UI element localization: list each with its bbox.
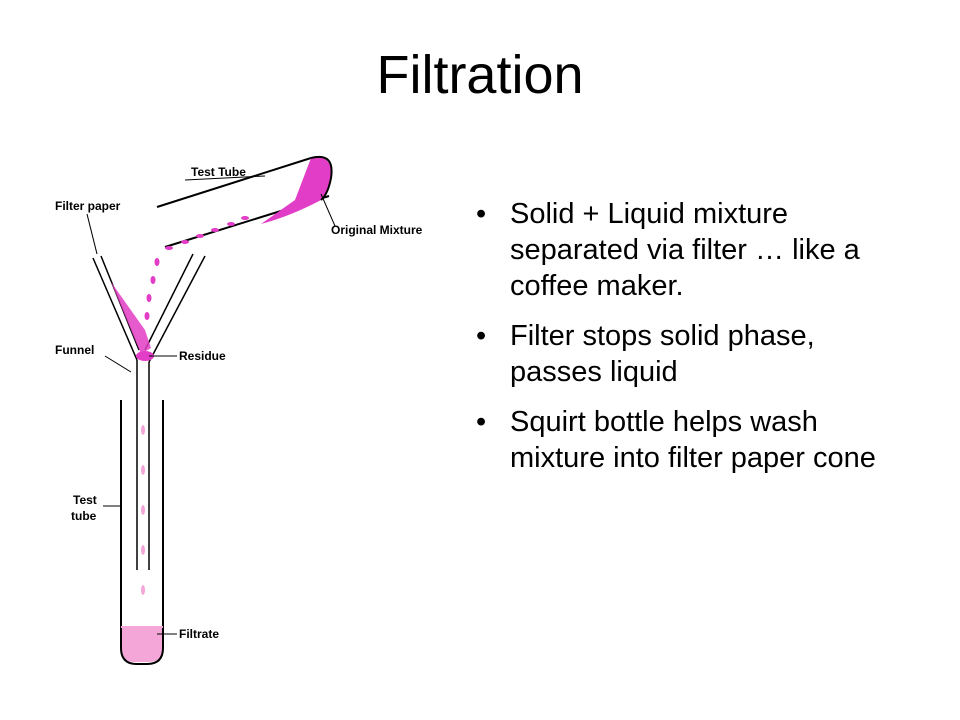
droplet [141, 545, 145, 555]
bullet-item: Squirt bottle helps wash mixture into fi… [470, 404, 910, 476]
leader-funnel [104, 355, 132, 373]
filter-paper-liquid [111, 282, 151, 354]
filtrate-liquid [121, 626, 163, 662]
droplet [227, 222, 235, 226]
label-filter-paper: Filter paper [55, 199, 121, 213]
label-test-tube-top: Test Tube [191, 165, 246, 179]
droplet [241, 216, 249, 220]
droplet [141, 585, 145, 595]
droplet [141, 465, 145, 475]
residue [136, 351, 154, 361]
label-residue: Residue [179, 349, 226, 363]
lower-tube-bottom [120, 628, 164, 665]
droplet [146, 294, 152, 302]
funnel-left-wall [92, 257, 138, 361]
label-test-tube-line2: tube [71, 509, 97, 523]
label-original-mixture: Original Mixture [331, 223, 423, 237]
label-funnel: Funnel [55, 343, 94, 357]
droplet [165, 246, 173, 250]
droplet [141, 425, 145, 435]
slide-title: Filtration [376, 45, 584, 105]
droplet [181, 240, 189, 244]
original-mixture-liquid [261, 157, 332, 224]
falling-droplets [144, 216, 249, 320]
funnel-inner-right [144, 253, 194, 351]
filtration-diagram-svg: Test Tube Original Mixture Filter paper … [55, 156, 423, 665]
test-tube-upper-wall [156, 157, 312, 208]
bullet-list: Solid + Liquid mixture separated via fil… [470, 196, 910, 490]
filtration-diagram: Test Tube Original Mixture Filter paper … [45, 150, 455, 670]
test-tube-end [310, 156, 333, 201]
droplet [150, 276, 156, 284]
droplet [144, 312, 150, 320]
droplet [196, 234, 204, 238]
leader-test-tube [184, 175, 266, 181]
leader-filter-paper [86, 213, 98, 255]
label-test-tube-line1: Test [73, 493, 97, 507]
droplet [141, 505, 145, 515]
funnel-right-wall [148, 255, 206, 363]
bullet-item: Solid + Liquid mixture separated via fil… [470, 196, 910, 304]
stem-droplets [141, 425, 145, 595]
leader-original-mixture [320, 193, 336, 227]
label-filtrate: Filtrate [179, 627, 219, 641]
droplet [211, 228, 219, 232]
droplet [154, 258, 160, 266]
bullet-item: Filter stops solid phase, passes liquid [470, 318, 910, 390]
